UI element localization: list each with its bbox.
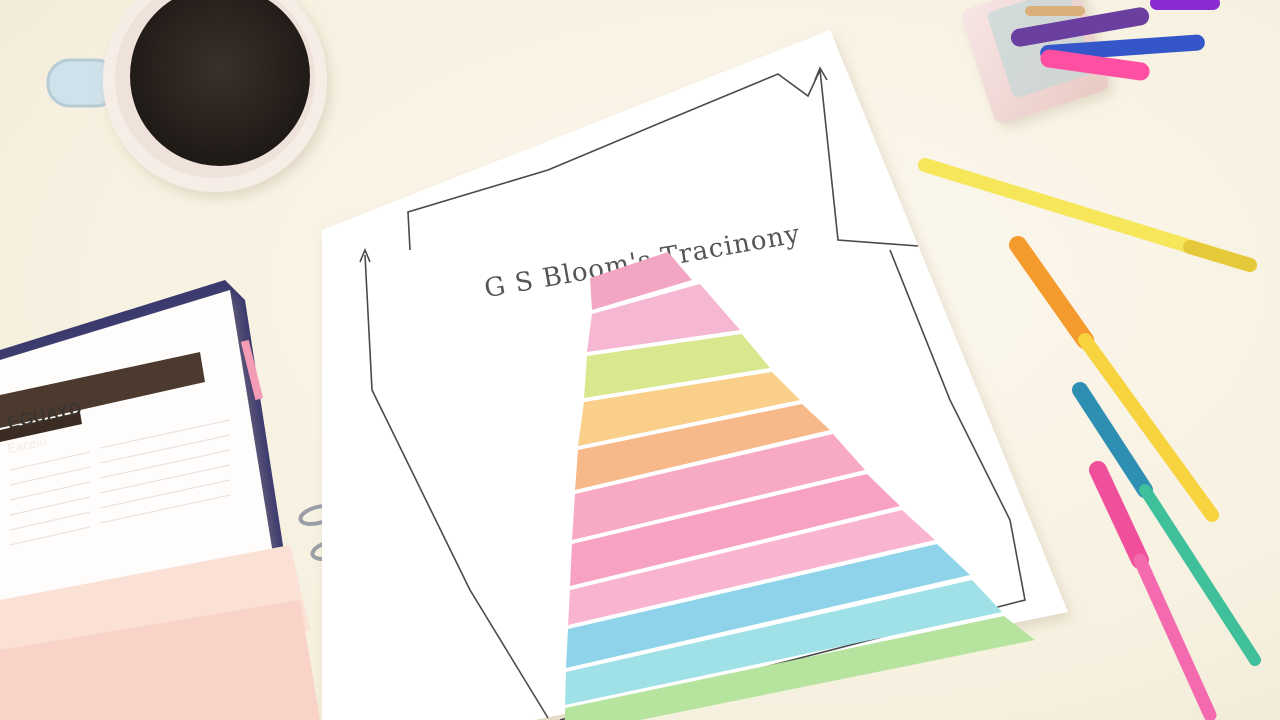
yellow-pen [918,158,1257,272]
worksheet: G S Bloom's Tracinony [322,30,1068,720]
coffee-mug [46,0,327,192]
pink-pen [1089,461,1217,720]
orange-yellow-pen [1009,236,1219,522]
pens [918,158,1261,720]
bloom-pyramid [565,252,1035,720]
teal-pen [1072,382,1261,666]
pen-cup [961,0,1220,124]
planner-notebook: EGUAYD Eaceiu [0,280,386,720]
